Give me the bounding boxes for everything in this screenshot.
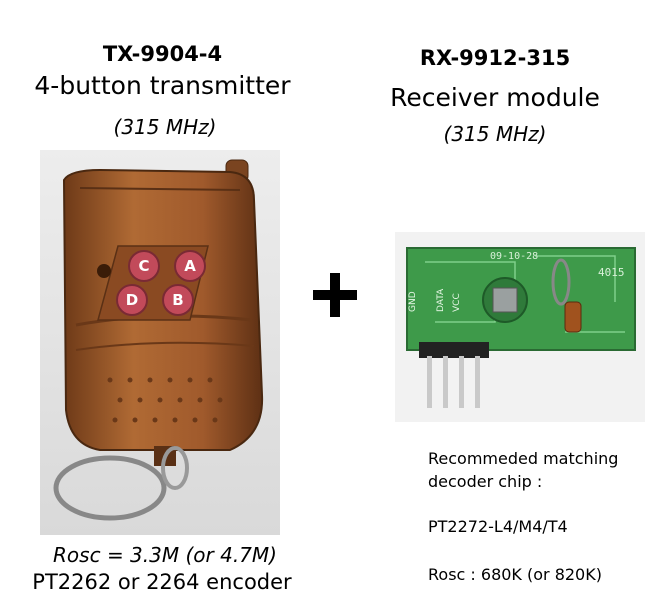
pin-label-vcc: VCC — [452, 293, 462, 312]
remote-button-a: A — [174, 250, 206, 282]
receiver-photo — [395, 232, 645, 422]
button-label: D — [125, 291, 139, 309]
remote-button-b: B — [162, 284, 194, 316]
remote-button-c: C — [128, 250, 160, 282]
decoder-note-line2: decoder chip : — [428, 472, 543, 491]
plus-symbol — [305, 265, 365, 325]
remote-button-group: C A D B — [40, 150, 280, 535]
pcb-date: 09-10-28 — [490, 251, 539, 262]
transmitter-frequency: (315 MHz) — [113, 115, 217, 139]
decoder-rosc: Rosc : 680K (or 820K) — [428, 565, 602, 584]
button-label: B — [172, 291, 184, 309]
pin-label-gnd: GND — [408, 291, 418, 312]
decoder-chip-model: PT2272-L4/M4/T4 — [428, 517, 568, 536]
transmitter-model: TX-9904-4 — [102, 42, 223, 66]
receiver-model: RX-9912-315 — [419, 46, 571, 70]
pin-label-data: DATA — [436, 288, 446, 312]
transmitter-rosc: Rosc = 3.3M (or 4.7M) — [53, 543, 277, 567]
remote-button-d: D — [116, 284, 148, 316]
button-label: A — [184, 257, 196, 275]
receiver-description: Receiver module — [390, 83, 600, 112]
transmitter-encoder: PT2262 or 2264 encoder — [32, 570, 292, 594]
decoder-note-line1: Recommeded matching — [428, 449, 619, 468]
transmitter-description: 4-button transmitter — [34, 71, 291, 100]
button-label: C — [138, 257, 150, 275]
receiver-frequency: (315 MHz) — [443, 122, 547, 146]
pcb-label: 4015 — [598, 266, 625, 279]
